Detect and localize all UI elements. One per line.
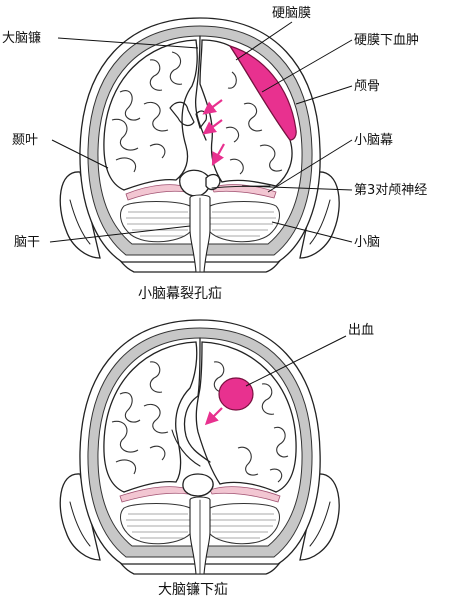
label-brainstem: 脑干 <box>14 235 40 250</box>
label-cerebellum: 小脑 <box>354 235 380 250</box>
figure-1-leaders <box>49 21 353 243</box>
cn3-nerve <box>211 185 271 189</box>
shift-arrow <box>202 99 223 115</box>
cingulate-herniation <box>183 395 211 463</box>
label-dura: 硬脑膜 <box>272 6 311 21</box>
right-hemisphere <box>195 341 297 493</box>
shift-arrow <box>202 119 223 135</box>
falx-cerebri <box>194 35 207 141</box>
herniation-arrow <box>211 143 225 166</box>
subdural-hematoma <box>228 44 297 141</box>
label-tentorium: 小脑幕 <box>354 133 393 148</box>
label-cn3: 第3对颅神经 <box>354 183 427 198</box>
figure-1-drawing <box>59 17 340 273</box>
leader-hemorrhage <box>245 335 347 387</box>
figure-1-caption: 小脑幕裂孔疝 <box>138 286 222 302</box>
right-ear <box>299 473 340 561</box>
figure-2-drawing <box>59 319 340 575</box>
lateral-ventricle <box>169 101 195 127</box>
cerebellum <box>120 503 191 545</box>
label-skull: 颅骨 <box>354 79 380 94</box>
left-ear <box>59 171 101 259</box>
left-hemisphere <box>103 341 198 493</box>
hemorrhage <box>218 377 254 411</box>
left-ear <box>59 473 101 561</box>
label-falx: 大脑镰 <box>2 30 41 46</box>
falx-cerebri <box>197 337 201 397</box>
label-temporal-lobe: 颞叶 <box>12 133 38 148</box>
left-hemisphere <box>103 39 198 191</box>
figure-2-caption: 大脑镰下疝 <box>158 581 228 598</box>
label-subdural-hematoma: 硬膜下血肿 <box>354 33 419 48</box>
shift-arrow <box>204 407 223 426</box>
label-hemorrhage: 出血 <box>348 323 374 338</box>
